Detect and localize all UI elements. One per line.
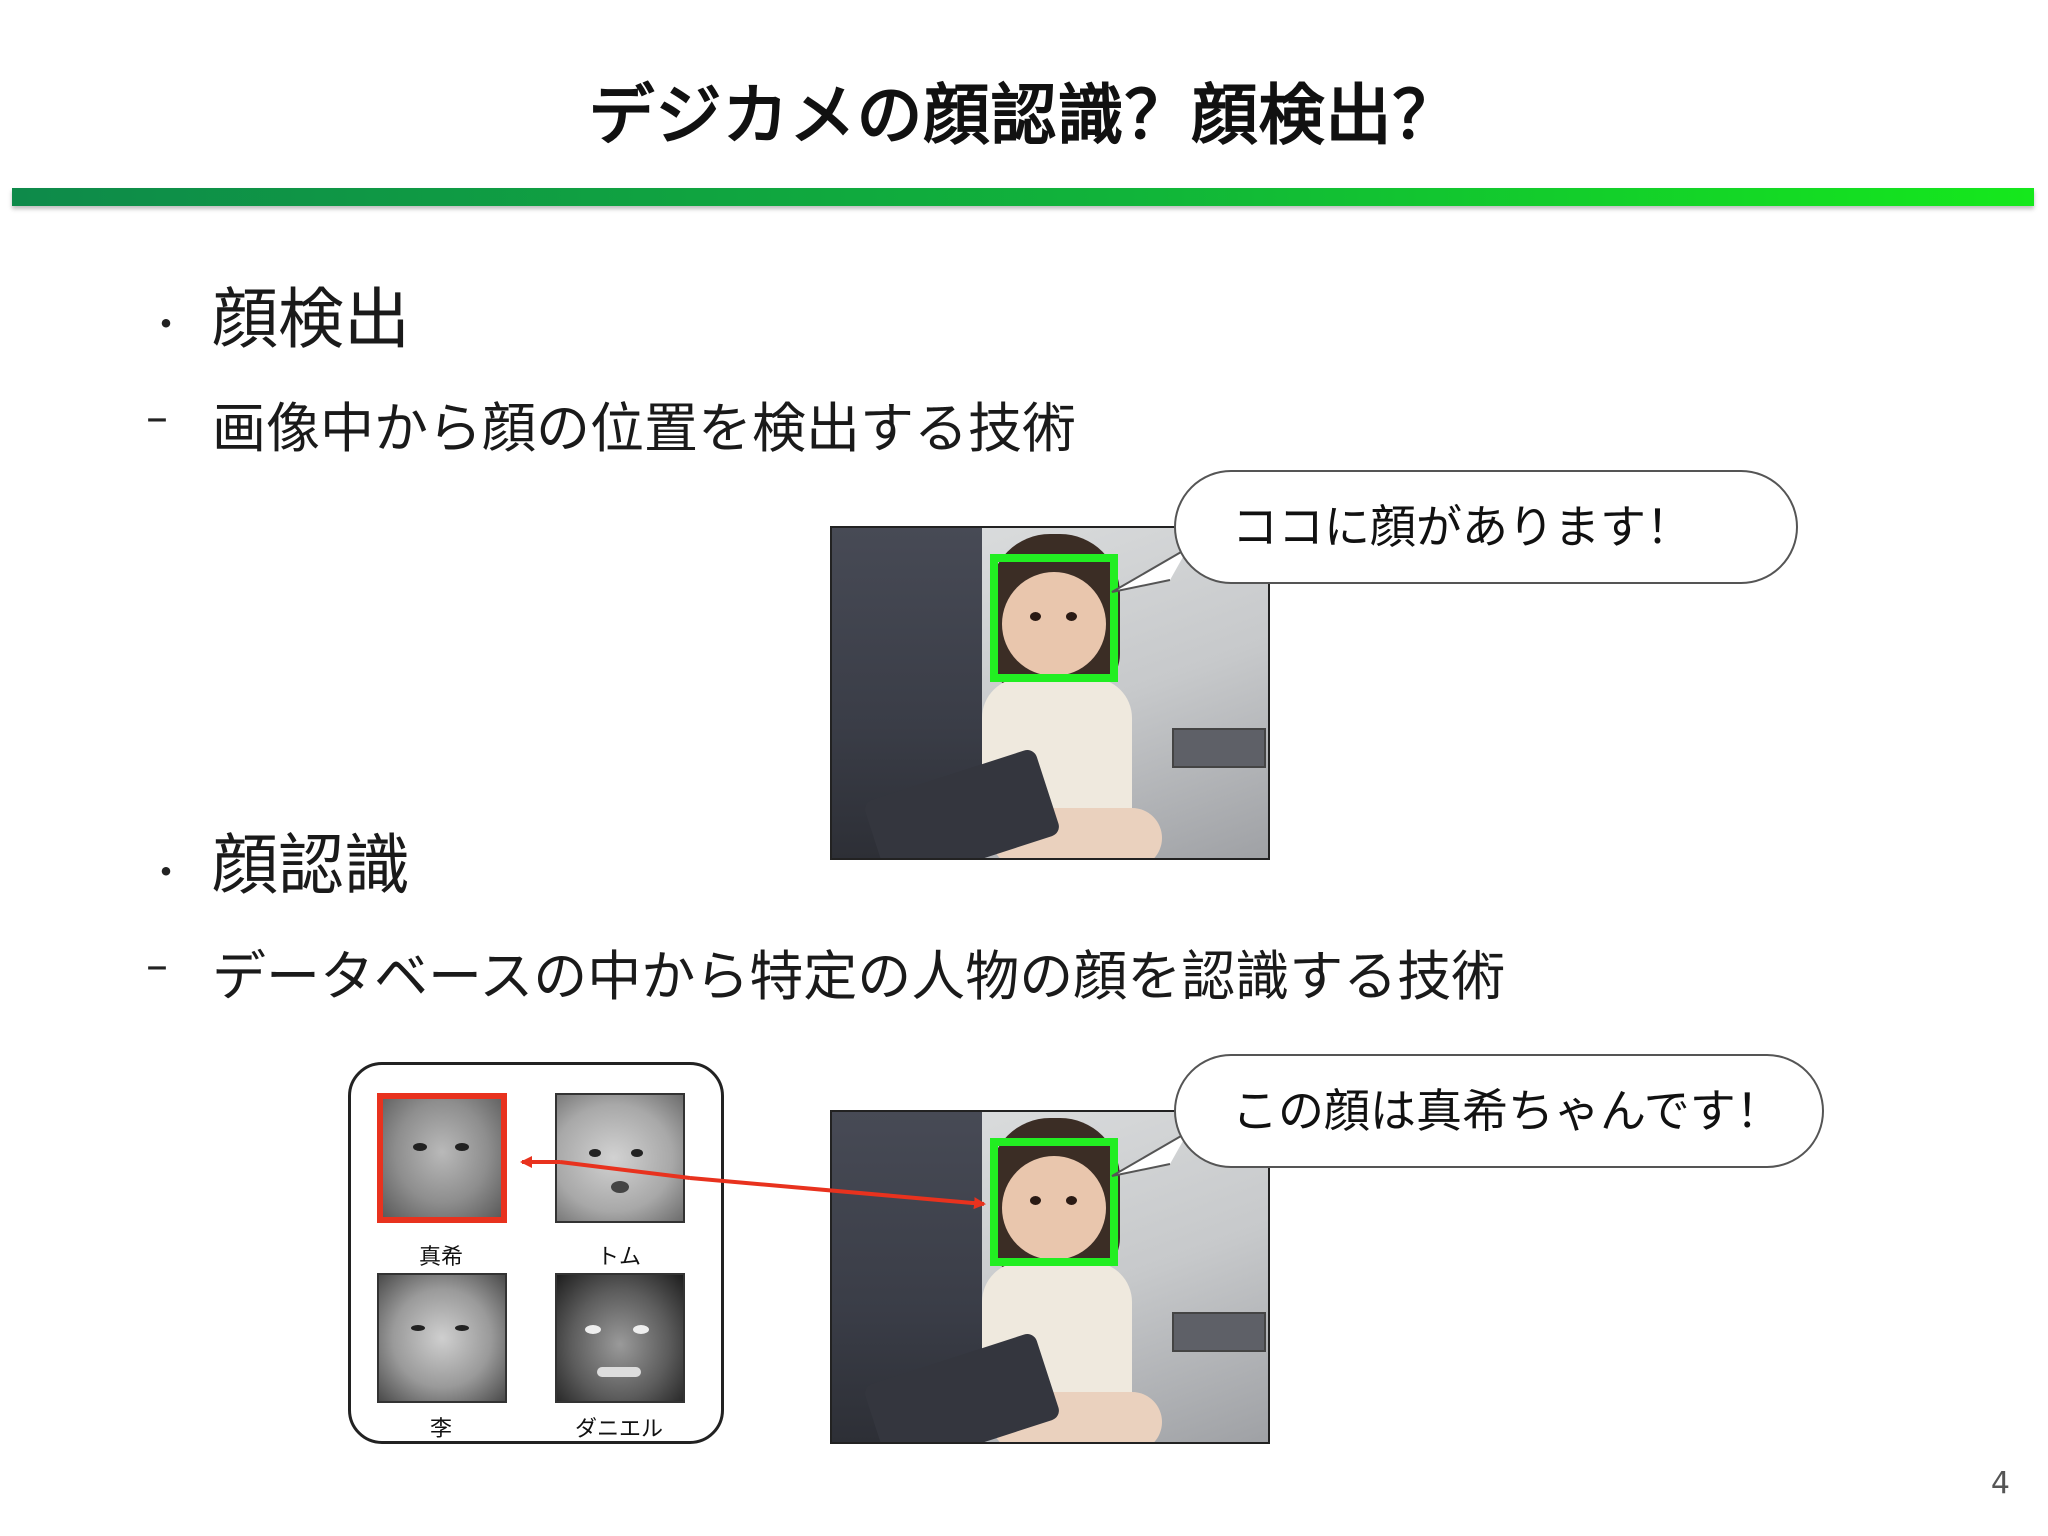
detected-face-box (990, 554, 1118, 682)
face-recognition-description: データベースの中から特定の人物の顔を認識する技術 (212, 945, 1506, 1008)
section-heading-face-recognition: 顔認識 (212, 827, 410, 904)
page-number: 4 (1990, 1466, 2010, 1501)
database-face-label: 真希 (418, 1245, 463, 1270)
child-photo-detection (830, 526, 1270, 860)
database-face-label: 李 (429, 1417, 452, 1442)
face-database-panel: 真希 トム 李 ダニエル (348, 1062, 724, 1444)
title-divider-bar (12, 188, 2034, 206)
database-face-tom (555, 1093, 685, 1223)
speech-bubble-detection: ココに顔があります！ (1174, 470, 1798, 584)
bullet-marker: ・ (146, 302, 186, 348)
recognized-face-box (990, 1138, 1118, 1266)
speech-bubble-tail (1111, 1131, 1189, 1177)
slide-title: デジカメの顔認識？顔検出？ (588, 77, 1460, 154)
database-face-li (377, 1273, 507, 1403)
speech-bubble-tail (1111, 547, 1189, 593)
face-detection-description: 画像中から顔の位置を検出する技術 (212, 397, 1076, 460)
database-face-maki (377, 1093, 507, 1223)
section-heading-face-detection: 顔検出 (212, 281, 410, 358)
dash-marker: – (146, 392, 168, 443)
child-photo-recognition (830, 1110, 1270, 1444)
dash-marker: – (146, 940, 168, 991)
database-face-daniel (555, 1273, 685, 1403)
database-face-label: ダニエル (574, 1417, 663, 1442)
database-face-label: トム (596, 1245, 641, 1270)
speech-bubble-recognition: この顔は真希ちゃんです！ (1174, 1054, 1824, 1168)
bullet-marker: ・ (146, 850, 186, 896)
